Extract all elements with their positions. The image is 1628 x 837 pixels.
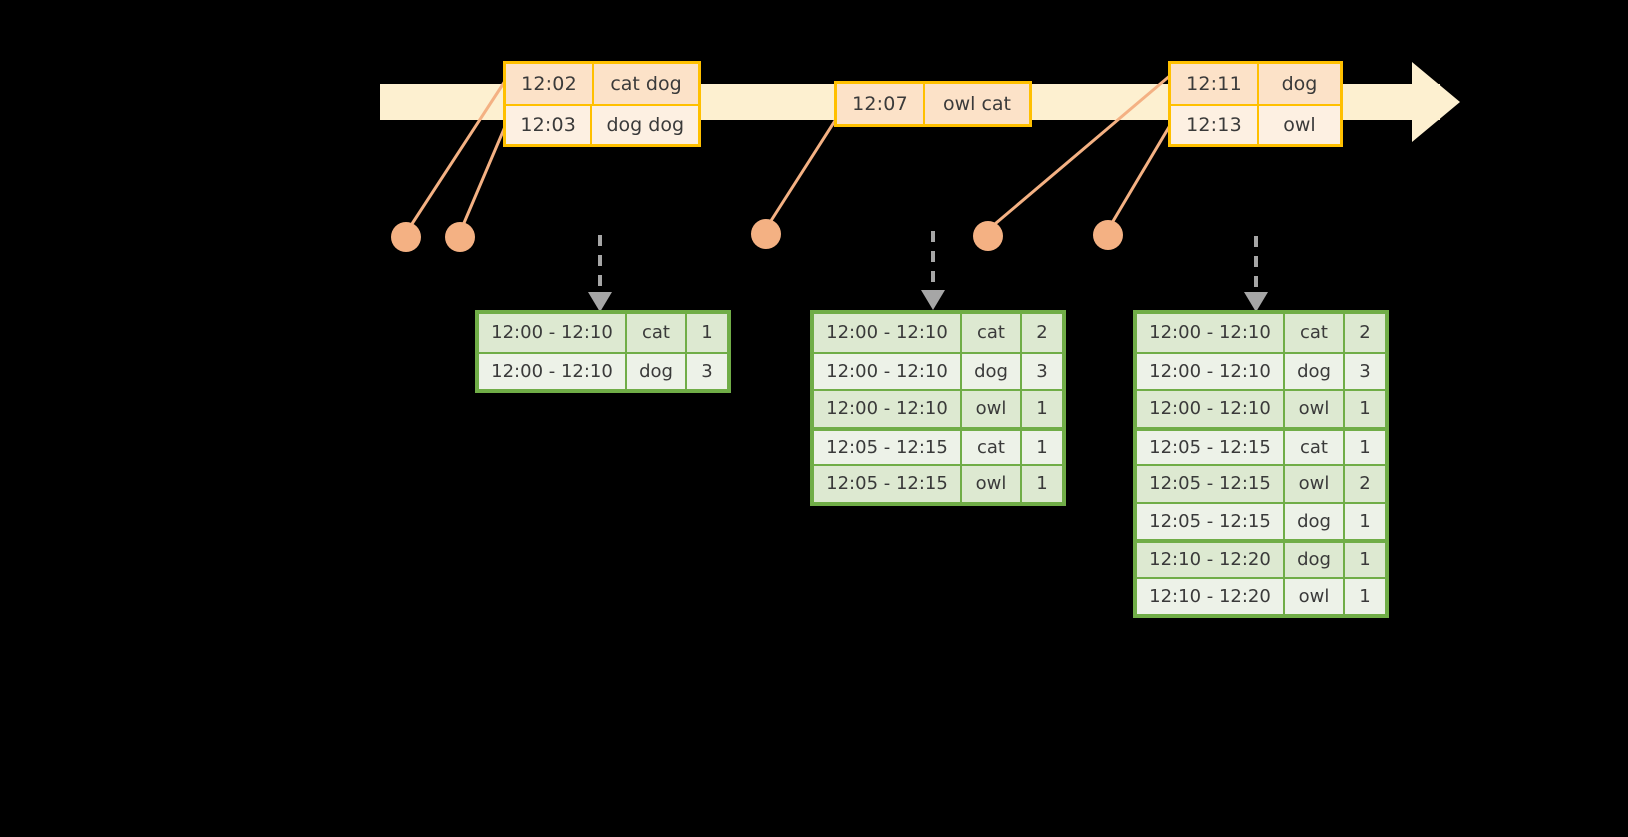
event-dot-1213: [1093, 220, 1123, 250]
window-cell: 12:05 - 12:15: [1137, 430, 1285, 464]
event-dot-1203: [445, 222, 475, 252]
count-cell: 3: [701, 360, 713, 382]
event-timestamp: 12:02: [506, 64, 594, 104]
count-cell: 1: [1036, 398, 1048, 420]
event-words: dog dog: [606, 114, 684, 136]
window-cell: 12:10 - 12:20: [1137, 543, 1285, 577]
word-cell: owl: [1285, 578, 1345, 614]
window-cell: 12:00 - 12:10: [479, 353, 627, 389]
count-cell: 1: [1359, 585, 1371, 607]
window-cell: 12:00 - 12:10: [1137, 353, 1285, 389]
event-dot-1202: [391, 222, 421, 252]
event-timestamp: 12:03: [506, 106, 593, 144]
event-box-1: 12:02 cat dog 12:03 dog dog: [503, 61, 701, 147]
window-cell: 12:05 - 12:15: [1137, 503, 1285, 539]
event-row: 12:11 dog: [1171, 64, 1340, 104]
count-cell: 1: [701, 322, 713, 344]
count-cell: 1: [1036, 473, 1048, 495]
count-cell: 1: [1359, 549, 1371, 571]
down-arrow-3: [1244, 236, 1268, 312]
event-timestamp: 12:13: [1171, 106, 1259, 144]
event-words: owl: [1283, 114, 1316, 136]
count-cell: 1: [1359, 398, 1371, 420]
word-cell: dog: [1285, 543, 1345, 577]
connector-line-1213: [1107, 121, 1174, 229]
count-cell: 1: [1359, 436, 1371, 458]
event-dot-1211: [973, 221, 1003, 251]
word-cell: dog: [962, 353, 1022, 389]
window-cell: 12:05 - 12:15: [814, 466, 962, 502]
word-cell: dog: [1285, 503, 1345, 539]
word-cell: owl: [962, 391, 1022, 427]
word-cell: dog: [1285, 353, 1345, 389]
count-cell: 2: [1359, 322, 1371, 344]
count-cell: 3: [1036, 360, 1048, 382]
connector-line-1203: [459, 121, 509, 231]
word-cell: cat: [1285, 430, 1345, 464]
word-cell: dog: [627, 353, 687, 389]
word-cell: owl: [1285, 466, 1345, 502]
event-row: 12:13 owl: [1171, 104, 1340, 144]
event-box-3: 12:11 dog 12:13 owl: [1168, 61, 1343, 147]
window-cell: 12:00 - 12:10: [479, 314, 627, 352]
word-cell: owl: [962, 466, 1022, 502]
event-dots: [391, 219, 1123, 252]
connector-line-1202: [406, 77, 509, 231]
word-cell: cat: [962, 430, 1022, 464]
count-cell: 2: [1036, 322, 1048, 344]
event-words: cat dog: [610, 73, 682, 95]
count-cell: 1: [1359, 510, 1371, 532]
event-words: dog: [1281, 73, 1318, 95]
count-cell: 1: [1036, 436, 1048, 458]
window-cell: 12:10 - 12:20: [1137, 578, 1285, 614]
event-words: owl cat: [942, 93, 1012, 115]
word-cell: cat: [627, 314, 687, 352]
down-arrow-1: [588, 235, 612, 312]
down-arrow-2: [921, 231, 945, 310]
count-cell: 2: [1359, 473, 1371, 495]
window-cell: 12:05 - 12:15: [814, 430, 962, 464]
event-row: 12:03 dog dog: [506, 104, 698, 144]
event-row: 12:02 cat dog: [506, 64, 698, 104]
word-cell: owl: [1285, 391, 1345, 427]
window-cell: 12:00 - 12:10: [1137, 391, 1285, 427]
event-timestamp: 12:11: [1171, 64, 1259, 104]
window-cell: 12:00 - 12:10: [814, 391, 962, 427]
event-box-2: 12:07 owl cat: [834, 81, 1032, 127]
down-arrows: [588, 231, 1268, 312]
connector-line-1207: [765, 115, 840, 228]
window-cell: 12:05 - 12:15: [1137, 466, 1285, 502]
event-row: 12:07 owl cat: [837, 84, 1029, 124]
window-cell: 12:00 - 12:10: [814, 314, 962, 352]
window-cell: 12:00 - 12:10: [814, 353, 962, 389]
word-cell: cat: [962, 314, 1022, 352]
window-cell: 12:00 - 12:10: [1137, 314, 1285, 352]
event-timestamp: 12:07: [837, 84, 925, 124]
event-dot-1207: [751, 219, 781, 249]
word-cell: cat: [1285, 314, 1345, 352]
count-cell: 3: [1359, 360, 1371, 382]
